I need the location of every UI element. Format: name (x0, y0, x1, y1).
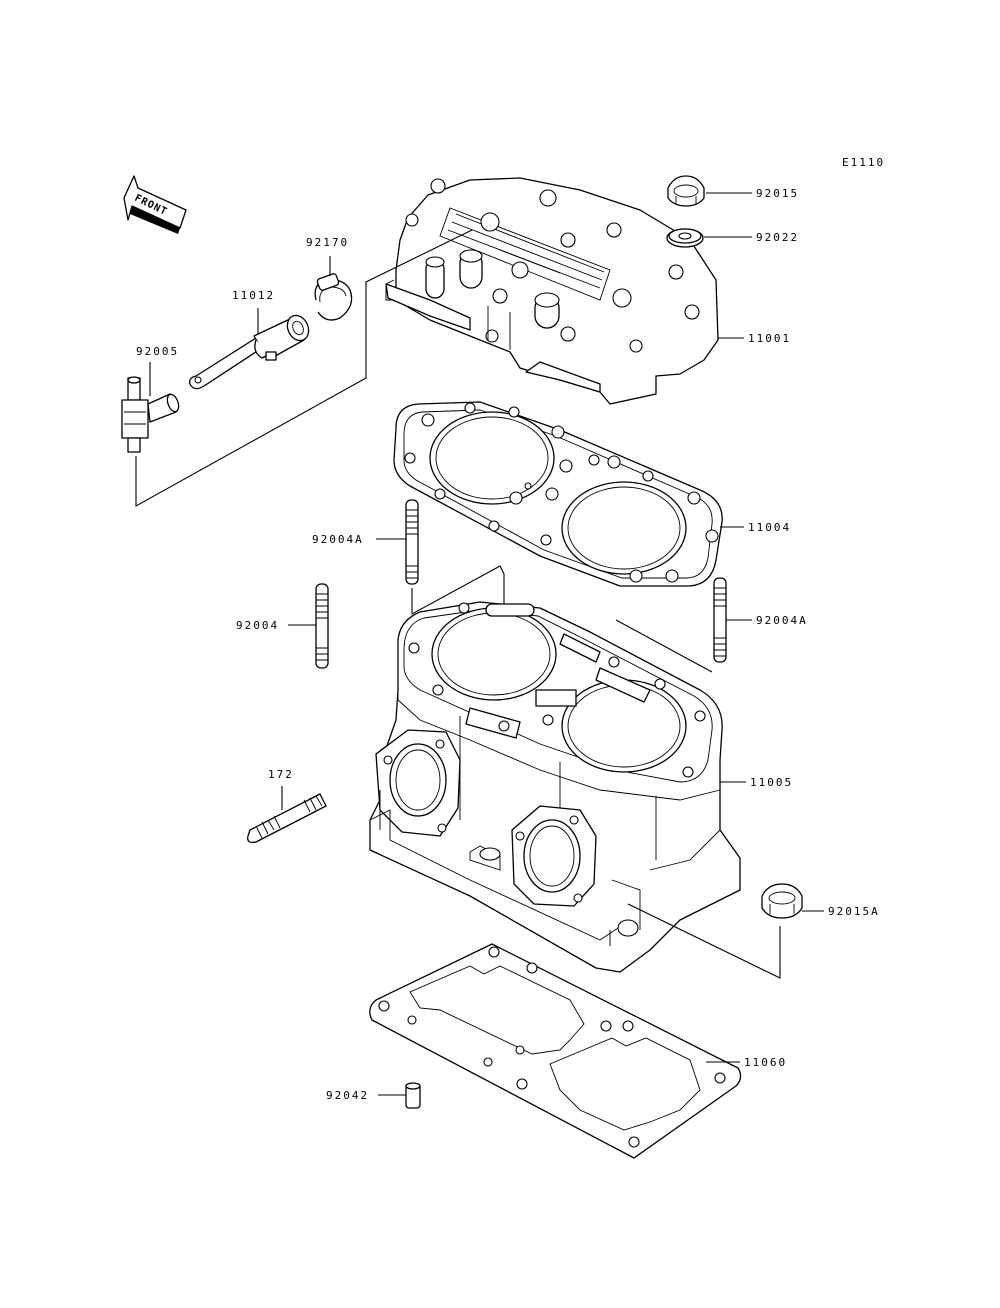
label-11001: 11001 (748, 332, 791, 345)
label-92022: 92022 (756, 231, 799, 244)
clamp-92170 (314, 273, 353, 321)
stud-172 (247, 793, 327, 844)
stud-92004 (315, 583, 329, 669)
leader-lines (149, 192, 824, 1096)
label-11004: 11004 (748, 521, 791, 534)
label-11060: 11060 (744, 1056, 787, 1069)
label-11005: 11005 (750, 776, 793, 789)
nut-line (627, 903, 781, 979)
cylinder-head-11001 (385, 177, 719, 405)
label-92015: 92015 (756, 187, 799, 200)
stud-92004A-left (405, 499, 419, 585)
dowel-92042 (405, 1082, 421, 1109)
stud-line-right (615, 619, 713, 673)
cap-nut-92015 (667, 175, 705, 207)
washer-92022 (666, 228, 704, 248)
routing-line (135, 229, 473, 507)
label-92004A-right: 92004A (756, 614, 808, 627)
label-11012: 11012 (232, 289, 275, 302)
label-92015A: 92015A (828, 905, 880, 918)
diagram-code: E1110 (842, 156, 885, 169)
label-92170: 92170 (306, 236, 349, 249)
cap-nut-92015A (761, 883, 803, 919)
label-92004A-left: 92004A (312, 533, 364, 546)
base-gasket-11060 (369, 943, 742, 1159)
stud-92004A-right (713, 577, 727, 663)
label-92004: 92004 (236, 619, 279, 632)
cylinder-block-11005 (369, 601, 741, 973)
nipple-92005 (121, 376, 180, 453)
head-gasket-11004 (393, 401, 723, 587)
label-92005: 92005 (136, 345, 179, 358)
front-arrow-icon: FRONT (123, 175, 187, 234)
label-92042: 92042 (326, 1089, 369, 1102)
fitting-11012 (188, 314, 310, 390)
label-172: 172 (268, 768, 294, 781)
